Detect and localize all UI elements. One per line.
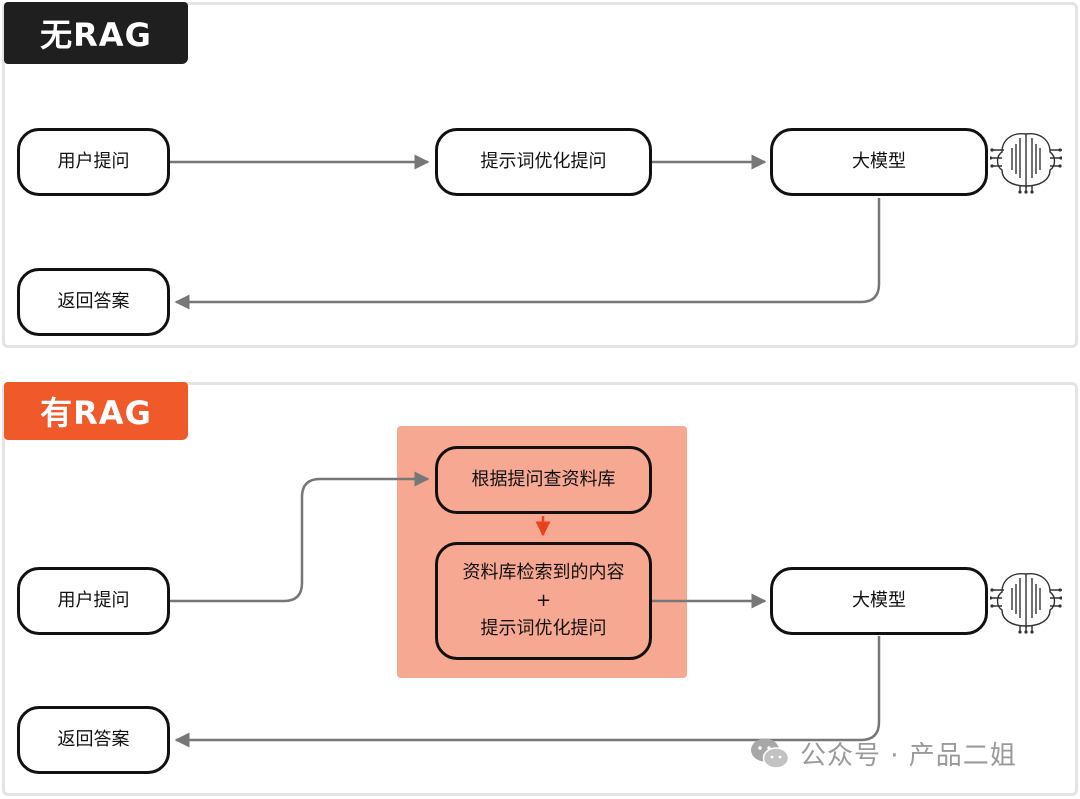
arrow-llm-to-answer — [174, 198, 881, 310]
node-label: 根据提问查资料库 — [471, 469, 616, 491]
node-return-answer: 返回答案 — [17, 268, 170, 336]
node-label: 用户提问 — [57, 151, 130, 173]
node-label: 返回答案 — [57, 291, 130, 313]
with-rag-tag: 有RAG — [4, 382, 188, 440]
node-llm: 大模型 — [770, 128, 988, 196]
node-label-line2: 提示词优化提问 — [480, 617, 607, 639]
brain-circuit-icon — [990, 573, 1062, 634]
brain-circuit-icon — [990, 133, 1062, 194]
node-label: 返回答案 — [57, 729, 130, 751]
node-label-line1: 资料库检索到的内容 — [462, 562, 625, 584]
node-label: 大模型 — [852, 151, 906, 173]
node-query-knowledge-base: 根据提问查资料库 — [435, 446, 652, 514]
watermark: 公众号 · 产品二姐 — [750, 735, 1017, 772]
node-label: 用户提问 — [57, 590, 130, 612]
wechat-icon — [751, 738, 790, 769]
node-label: 提示词优化提问 — [480, 151, 607, 173]
node-prompt-optimize: 提示词优化提问 — [435, 128, 652, 196]
arrow-llm-to-answer-rag — [174, 636, 881, 748]
node-return-answer-rag: 返回答案 — [17, 706, 170, 774]
node-user-question-rag: 用户提问 — [17, 567, 170, 635]
watermark-text: 公众号 · 产品二姐 — [800, 741, 1017, 771]
node-label-plus: + — [535, 590, 552, 612]
node-label: 大模型 — [852, 590, 906, 612]
node-retrieved-content-plus-prompt: 资料库检索到的内容 + 提示词优化提问 — [435, 542, 652, 660]
without-rag-tag: 无RAG — [4, 2, 188, 64]
node-llm-rag: 大模型 — [770, 567, 988, 635]
arrow-user-to-query — [170, 471, 430, 603]
node-user-question: 用户提问 — [17, 128, 170, 196]
